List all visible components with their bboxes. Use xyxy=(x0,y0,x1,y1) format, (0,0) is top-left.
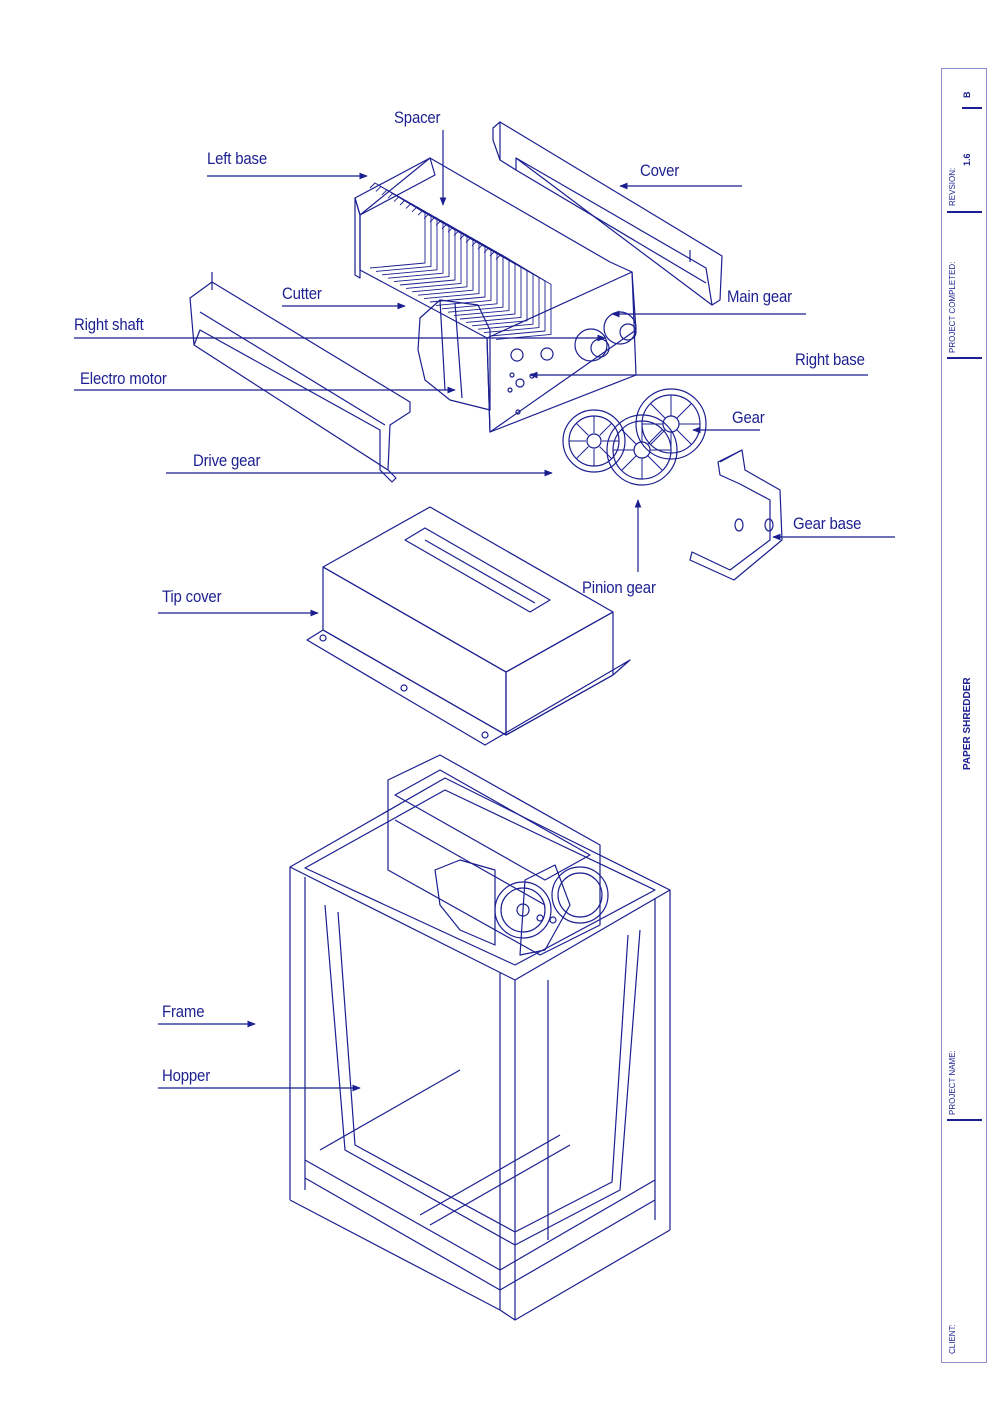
divider xyxy=(962,107,982,109)
label-pinion-gear: Pinion gear xyxy=(582,578,656,597)
cover-part xyxy=(492,121,723,306)
gear-spoke xyxy=(650,403,666,419)
label-right-shaft: Right shaft xyxy=(74,315,144,334)
gear-spoke xyxy=(599,422,613,436)
gear-spoke xyxy=(647,455,663,471)
label-frame: Frame xyxy=(162,1002,205,1021)
right-shaft-part xyxy=(189,272,411,483)
gear-spoke xyxy=(647,429,663,445)
label-cover: Cover xyxy=(640,161,680,180)
gear-spoke xyxy=(621,455,637,471)
gear-spoke xyxy=(676,403,692,419)
revision-value: B xyxy=(962,91,972,99)
label-gear: Gear xyxy=(732,408,765,427)
gear-set xyxy=(562,388,707,486)
label-tip-cover: Tip cover xyxy=(162,587,222,606)
label-gear-base: Gear base xyxy=(793,514,862,533)
gear-spoke xyxy=(650,429,666,445)
gear-base-part xyxy=(689,449,783,581)
client-label: CLIENT: xyxy=(948,1324,957,1354)
divider xyxy=(947,357,982,359)
gear-spoke xyxy=(575,446,589,460)
project-completed-label: PROJECT COMPLETED: xyxy=(948,261,957,353)
label-drive-gear: Drive gear xyxy=(193,451,261,470)
label-right-base: Right base xyxy=(795,350,865,369)
cutter-blade xyxy=(495,253,552,340)
divider xyxy=(947,211,982,213)
revision-number: 1.6 xyxy=(962,153,972,166)
installed-cutter xyxy=(387,754,609,956)
frame-part xyxy=(289,777,671,1321)
gear-spoke xyxy=(621,429,637,445)
hopper-part xyxy=(324,904,641,1246)
gear-spoke xyxy=(599,446,613,460)
gear-spoke xyxy=(676,429,692,445)
label-hopper: Hopper xyxy=(162,1066,211,1085)
label-left-base: Left base xyxy=(207,149,267,168)
revision-label: REVSION: xyxy=(948,167,957,206)
divider xyxy=(947,1119,982,1121)
label-cutter: Cutter xyxy=(282,284,322,303)
project-title: PAPER SHREDDER xyxy=(962,677,973,770)
label-electro-motor: Electro motor xyxy=(80,369,167,388)
project-name-label: PROJECT NAME: xyxy=(948,1050,957,1115)
title-block xyxy=(941,68,987,1363)
tip-cover-part xyxy=(306,506,631,746)
label-main-gear: Main gear xyxy=(727,287,792,306)
label-spacer: Spacer xyxy=(394,108,441,127)
gear-spoke xyxy=(575,422,589,436)
cutter-assembly xyxy=(354,157,637,433)
